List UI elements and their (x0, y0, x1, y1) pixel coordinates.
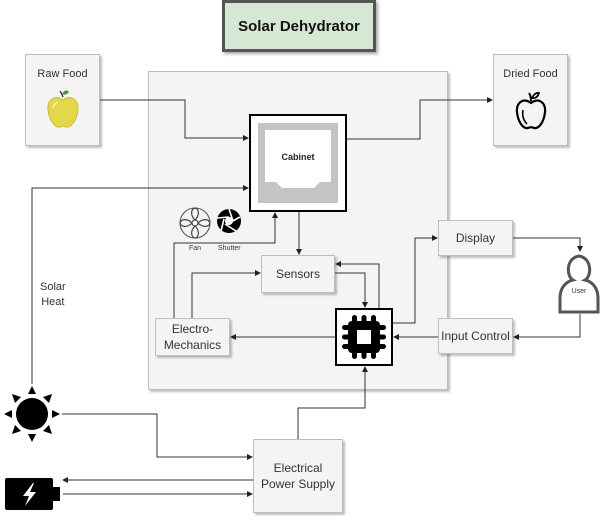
sensors-label: Sensors (275, 266, 321, 281)
diagram-title: Solar Dehydrator (222, 0, 376, 52)
electro-mechanics-label-line1: Electro- (171, 321, 214, 336)
sensors-box[interactable]: Sensors (261, 255, 335, 293)
display-box[interactable]: Display (438, 220, 513, 256)
fan-icon (179, 207, 211, 239)
power-supply-label-line1: Electrical (273, 460, 323, 475)
electro-mechanics-label-line2: Mechanics (163, 338, 222, 352)
cabinet-tray-icon (258, 123, 338, 203)
input-control-label: Input Control (441, 328, 510, 343)
solar-heat-label: Solar Heat (40, 280, 66, 311)
input-control-box[interactable]: Input Control (438, 318, 513, 354)
microcontroller-box[interactable] (335, 308, 393, 366)
dried-food-label: Dried Food (503, 68, 558, 80)
wire-display-user (513, 237, 583, 252)
display-label: Display (455, 230, 496, 245)
shutter-icon (216, 208, 241, 233)
user-icon (558, 254, 600, 314)
solar-heat-label-line2: Heat (41, 296, 65, 309)
apple-outline-icon (515, 91, 546, 129)
user-node[interactable]: User (558, 252, 600, 314)
user-label: User (571, 288, 587, 295)
yellow-apple-icon (46, 90, 79, 128)
cabinet-label: Cabinet (281, 152, 315, 162)
power-supply-box[interactable]: Electrical Power Supply (253, 439, 343, 513)
power-supply-label-line2: Power Supply (260, 477, 336, 491)
electro-mechanics-box[interactable]: Electro- Mechanics (155, 318, 230, 356)
fan-label: Fan (189, 245, 202, 252)
raw-food-box[interactable]: Raw Food (25, 54, 100, 146)
microchip-icon (342, 315, 386, 359)
wire-user-input (513, 314, 581, 340)
battery-charging-icon[interactable] (5, 478, 61, 512)
solar-heat-label-line1: Solar (40, 281, 66, 293)
dried-food-box[interactable]: Dried Food (493, 54, 568, 146)
wire-sun-power (62, 413, 253, 460)
raw-food-label: Raw Food (37, 68, 88, 80)
sun-icon[interactable] (2, 384, 62, 444)
shutter-label: Shutter (218, 245, 241, 252)
cabinet-box[interactable]: Cabinet (249, 114, 347, 212)
